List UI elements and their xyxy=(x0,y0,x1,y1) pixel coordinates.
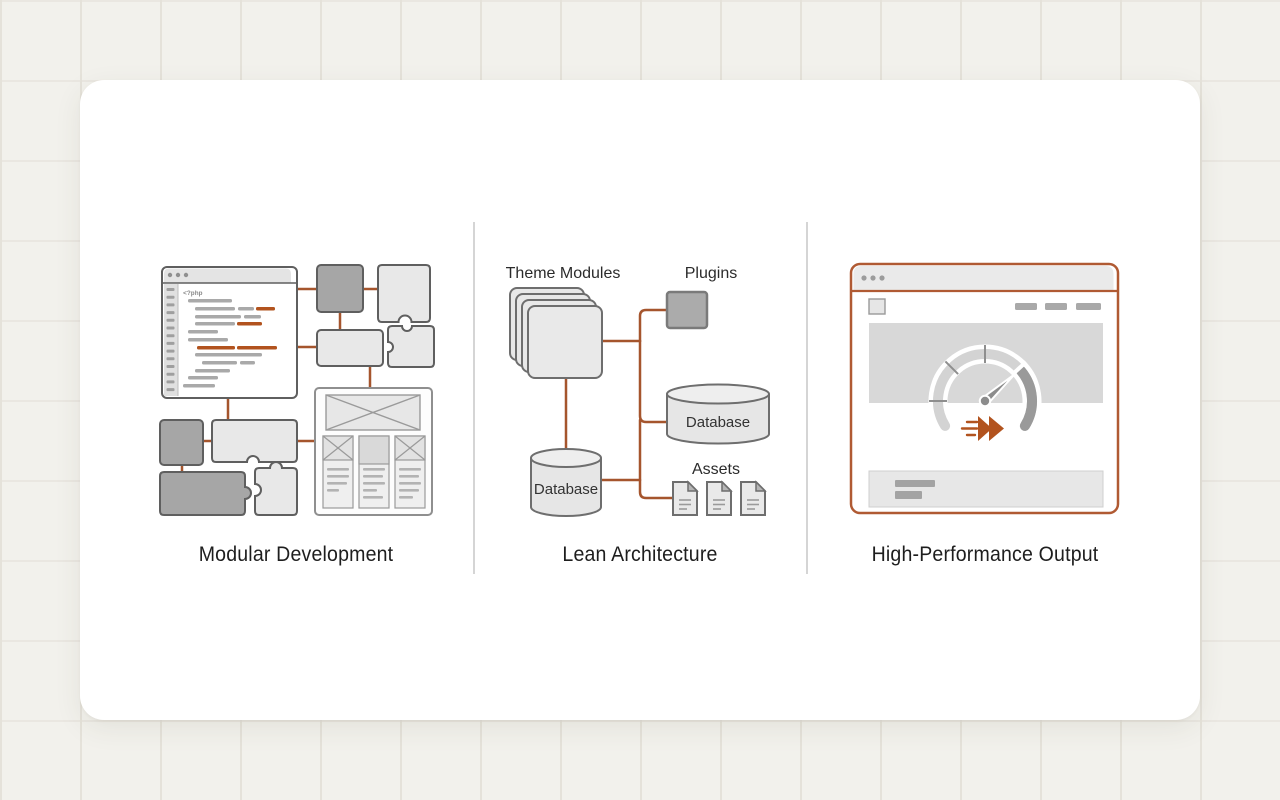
browser-dots-icon xyxy=(861,275,885,281)
infographic-card: <?php xyxy=(80,80,1200,720)
panel-high-performance xyxy=(849,262,1120,515)
editor-titlebar xyxy=(164,268,291,283)
site-logo-placeholder xyxy=(868,298,886,315)
wireframe-hero-image xyxy=(325,394,421,431)
puzzle-piece-notch-bottom xyxy=(377,264,431,323)
wireframe-columns xyxy=(322,435,426,509)
panel-modular-development: <?php xyxy=(159,264,435,516)
database-right-label: Database xyxy=(686,414,750,431)
window-dots-icon xyxy=(167,272,189,278)
module-block-light xyxy=(316,329,384,367)
database-cylinder-right: Database xyxy=(666,383,770,445)
theme-modules-label: Theme Modules xyxy=(506,265,621,282)
browser-window xyxy=(849,262,1120,515)
document-icon xyxy=(740,480,767,516)
puzzle-piece-dark-tab xyxy=(159,471,252,516)
php-open-tag: <?php xyxy=(183,290,203,297)
nav-link-bars xyxy=(1015,303,1101,310)
asset-documents xyxy=(672,480,767,516)
module-block-dark xyxy=(316,264,364,313)
code-editor-window: <?php xyxy=(161,266,298,399)
gauge-ticks xyxy=(929,345,986,402)
module-block-dark-small xyxy=(159,419,204,466)
puzzle-piece-wide-notch xyxy=(211,419,298,463)
diagram-canvas: <?php xyxy=(159,222,1120,574)
footer-text-bars xyxy=(895,480,935,499)
caption-lean-architecture: Lean Architecture xyxy=(562,543,718,566)
module-connectors xyxy=(180,287,380,474)
gutter-line-marks xyxy=(166,288,175,392)
speed-arrows-icon xyxy=(960,416,1004,441)
panel-lean-architecture: Theme Modules Plugins Database Assets Da… xyxy=(506,265,770,517)
code-lines xyxy=(183,299,277,388)
assets-label: Assets xyxy=(692,461,740,478)
puzzle-piece-two-notches xyxy=(387,325,435,368)
gauge-gap xyxy=(1013,360,1028,374)
gauge-hub xyxy=(978,394,992,408)
database-left-label: Database xyxy=(534,481,598,498)
caption-modular-development: Modular Development xyxy=(198,543,394,566)
caption-high-performance: High-Performance Output xyxy=(871,543,1099,566)
wireframe-layout xyxy=(314,387,433,516)
wireframe-text-bars xyxy=(327,468,421,499)
browser-titlebar xyxy=(853,266,1114,291)
puzzle-piece-tab-top xyxy=(254,461,298,516)
plugins-label: Plugins xyxy=(685,265,737,282)
speedometer-gauge xyxy=(928,344,1042,441)
document-icon xyxy=(706,480,733,516)
document-icon xyxy=(672,480,699,516)
database-cylinder-left: Database xyxy=(530,448,602,517)
footer-bar xyxy=(868,470,1104,508)
editor-gutter xyxy=(164,284,178,396)
gauge-value-arc xyxy=(1016,365,1038,431)
architecture-connectors xyxy=(564,308,675,500)
theme-modules-stack xyxy=(509,287,603,379)
plugin-square xyxy=(665,290,709,330)
